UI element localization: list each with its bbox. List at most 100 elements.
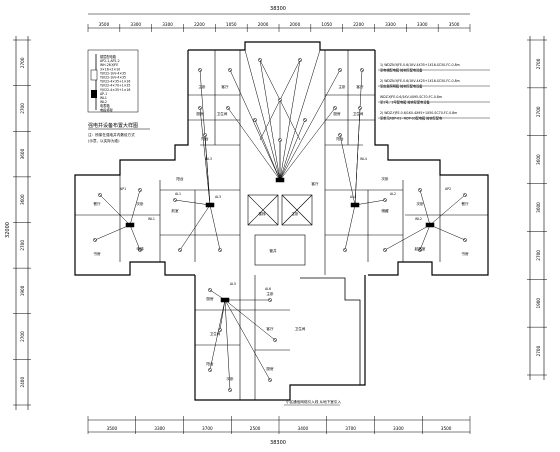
right-dim-2: 3600 (536, 154, 541, 165)
bottom-dim-6: 3300 (393, 426, 404, 431)
riser-note: YJV22-1kV-4×35 (100, 71, 126, 75)
riser-note: AP2-1,AP2-2 (100, 59, 120, 63)
wiring-run (224, 299, 231, 391)
circuit-tag: AL6 (265, 287, 271, 291)
top-dim-5: 2000 (258, 22, 269, 27)
legend-line: WDZ-YJFE-0.6/1KV-4X95-SC70-FC-0.8m (380, 95, 442, 99)
riser-detail: 楼层配电箱AP2-1,AP2-2WH-26-YJFE3×16+2×10YJV22… (87, 49, 150, 143)
legend-line: 2) WDZ-YJFE-0.6/1KV-4X95+1X50-SC70-FC-0.… (380, 111, 457, 115)
distribution-panel (220, 297, 230, 303)
wiring-run (174, 199, 211, 206)
wiring-run (94, 224, 131, 241)
top-dim-9: 3300 (385, 22, 396, 27)
bottom-dim-2: 3700 (202, 426, 213, 431)
bottom-dim-1: 3300 (154, 426, 165, 431)
riser-note: WL1 (100, 96, 107, 100)
room-label: 主卧 (266, 291, 274, 296)
room-label: 卫生间 (353, 111, 364, 116)
top-dim-2: 3300 (162, 22, 173, 27)
right-dim-5: 1900 (536, 298, 541, 309)
circuit-tag: AL4 (350, 195, 356, 199)
top-dim-11: 3500 (449, 22, 460, 27)
room-label: 厨房 (196, 111, 204, 116)
circuit-tag: WL2 (415, 217, 422, 221)
riser-subtitle: 注：桥架在强电井内敷设方式 (88, 132, 135, 137)
circuit-tag: AL2 (390, 192, 396, 196)
wiring-run (429, 194, 466, 226)
wiring-run (419, 224, 431, 251)
room-label: 阳台 (201, 136, 209, 141)
room-label: 厨房 (206, 296, 214, 301)
wiring-run (129, 189, 141, 226)
room-label: 阳台 (176, 176, 184, 181)
room-label: 客厅 (311, 181, 319, 186)
wiring-run (339, 134, 356, 206)
right-dim-4: 2700 (536, 250, 541, 261)
room-label: 书房 (93, 251, 101, 256)
wiring-run (344, 204, 356, 251)
room-label: 阳台 (206, 361, 214, 366)
room-label: 厨房 (333, 111, 341, 116)
room-label: 书房 (461, 251, 469, 256)
bottom-dim-4: 3400 (298, 426, 309, 431)
room-label: 客厅 (266, 326, 274, 331)
room-label: 电梯 (136, 246, 144, 251)
wiring-run (279, 49, 321, 181)
wiring-run (224, 299, 271, 381)
circuit-tag: WL3 (205, 157, 212, 161)
room-label: 楼梯 (258, 211, 266, 216)
riser-note: 电缆桥架 (100, 107, 114, 112)
room-label: 客厅 (356, 84, 364, 89)
wiring-run (204, 134, 211, 206)
wiring-run (279, 107, 336, 181)
room-label: 阳台 (336, 136, 344, 141)
bottom-total-dimension: 38300 (270, 440, 286, 446)
distribution-panel (425, 222, 435, 228)
distribution-panel (275, 177, 285, 183)
left-dim-0: 2700 (20, 57, 25, 68)
wiring-run (99, 194, 131, 226)
room-label: 次卧 (226, 376, 234, 381)
circuit-tag: AL5 (230, 282, 236, 286)
wiring-run (254, 119, 281, 181)
room-label: 餐厅 (93, 201, 101, 206)
circuit-tag: WL4 (360, 157, 367, 161)
bottom-dim-0: 3500 (107, 426, 118, 431)
right-dim-1: 2700 (536, 106, 541, 117)
room-label: 主卧 (291, 211, 299, 216)
wiring-run (244, 49, 281, 181)
top-dim-0: 3500 (99, 22, 110, 27)
top-total-dimension: 38300 (270, 6, 286, 12)
left-dim-4: 2700 (20, 240, 25, 251)
riser-note: 3×16+2×10 (100, 67, 120, 71)
riser-note: YJV22-4×70+1×35 (100, 84, 130, 88)
top-dim-8: 2200 (353, 22, 364, 27)
riser-title: 强电井设备布置大样图 (88, 122, 138, 129)
wiring-run (354, 107, 361, 206)
legend-line: 1) WDZN-YJFE-0.6/1KV-4X35+1X16-SC50-FC-0… (380, 63, 460, 67)
left-dim-3: 3600 (20, 194, 25, 205)
room-label: 次卧 (416, 201, 424, 206)
circuit-tag: AL1 (175, 192, 181, 196)
room-label: 主卧 (198, 84, 206, 89)
right-dim-0: 2700 (536, 58, 541, 69)
circuit-tag: WL1 (148, 217, 155, 221)
wiring-run (229, 69, 281, 181)
right-dim-6: 2700 (536, 345, 541, 356)
riser-note: YJV22-1kV-4×35 (100, 76, 126, 80)
riser-note: 楼层配电箱 (100, 54, 117, 59)
wiring-run (279, 69, 341, 181)
bottom-note: 小区通信网络引入线 从地下室引入 (286, 399, 341, 404)
left-dim-5: 1900 (20, 285, 25, 296)
wiring-run (209, 299, 226, 371)
distribution-panel (125, 222, 135, 228)
circuit-tag: AP1 (120, 187, 126, 191)
cable-legend: 1) WDZN-YJFE-0.6/1KV-4X35+1X16-SC50-FC-0… (378, 63, 490, 121)
distribution-panel (350, 202, 360, 208)
top-dim-3: 2200 (194, 22, 205, 27)
room-label: 餐厅 (461, 201, 469, 206)
legend-line: 2) WDZN-YJFE-0.6/1KV-4X25+1X16-SC50-FC-0… (380, 79, 460, 83)
wiring-run (179, 204, 211, 251)
